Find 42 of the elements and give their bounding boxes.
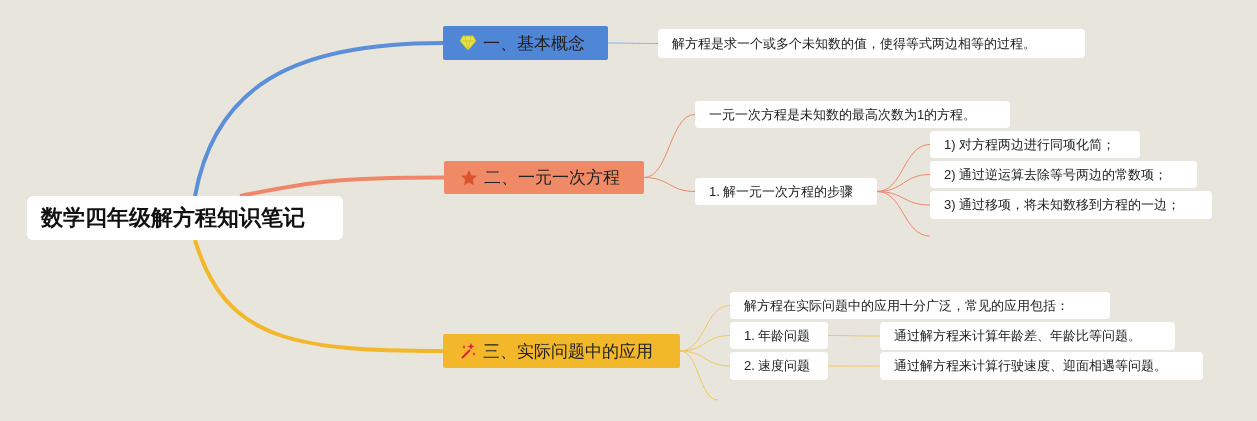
node-text: 解方程在实际问题中的应用十分广泛，常见的应用包括： [744,296,1069,315]
note-box [730,292,1110,319]
branch-line [827,335,881,337]
note-box [695,178,877,205]
node-text: 二、一元一次方程 [484,167,620,189]
node-text: 1) 对方程两边进行同项化简； [944,135,1116,154]
note-box [730,322,828,349]
note-box [880,322,1175,350]
branch-line [239,175,444,198]
branch-line [679,350,731,367]
node-text: 通过解方程来计算行驶速度、迎面相遇等问题。 [894,357,1167,375]
node-text: 通过解方程来计算年龄差、年龄比等问题。 [894,327,1141,345]
branch-line [679,350,719,401]
branch-line [193,41,444,197]
branch-line [679,335,731,352]
node-text: 三、实际问题中的应用 [483,340,653,363]
branch-box [444,161,644,194]
note-box [658,29,1085,58]
branch-box [443,334,680,368]
node-text: 一元一次方程是未知数的最高次数为1的方程。 [709,105,977,124]
note-box [930,191,1212,219]
branch-line [827,365,881,367]
node-text: 数学四年级解方程知识笔记 [41,204,305,232]
note-box [930,131,1140,158]
branch-line [193,239,443,353]
branch-box [443,26,608,60]
node-text: 3) 通过移项，将未知数移到方程的一边； [944,196,1181,214]
node-text: 解方程是求一个或多个未知数的值，使得等式两边相等的过程。 [672,34,1036,53]
note-box [730,352,828,380]
branch-line [643,114,696,178]
note-box [695,101,1010,128]
node-text: 1. 解一元一次方程的步骤 [709,182,854,201]
branch-line [876,191,931,237]
node-text: 1. 年龄问题 [744,326,811,345]
node-text: 2. 速度问题 [744,357,811,375]
note-box [930,161,1197,188]
title-box [27,196,343,240]
branch-line [643,177,696,192]
node-text: 一、基本概念 [483,32,585,55]
node-text: 2) 通过逆运算去除等号两边的常数项； [944,165,1168,184]
branch-line [607,42,659,44]
note-box [880,352,1203,380]
